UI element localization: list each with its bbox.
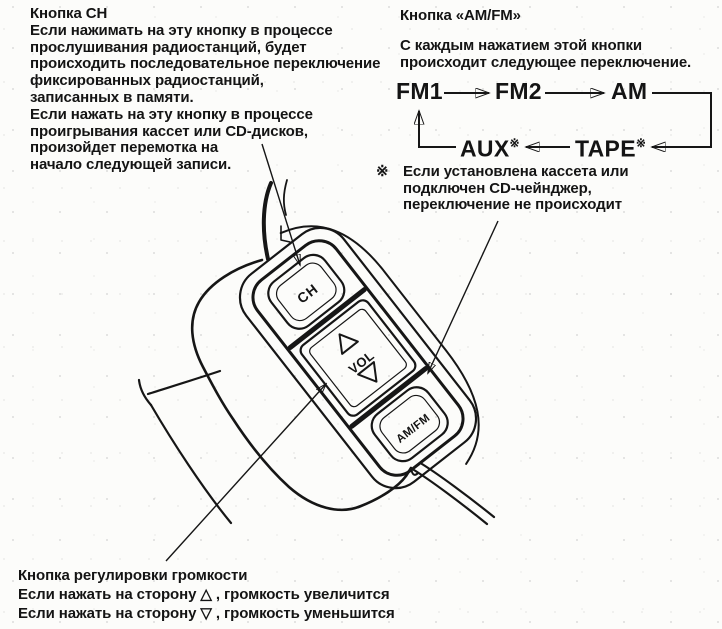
amfm-description-block: Кнопка «AM/FM» С каждым нажатием этой кн… [400,7,692,71]
text-line: переключение не происходит [403,196,622,214]
cycle-node-am: AM [611,78,648,104]
cycle-node-aux: AUX※ [460,133,520,161]
text-line: Если нажать на сторону △ , громкость уве… [18,586,390,603]
aux-ref-mark: ※ [509,136,520,150]
text-line: фиксированных радиостанций, [30,72,264,90]
volume-block-title: Кнопка регулировки громкости [18,567,248,584]
amfm-block-title: Кнопка «AM/FM» [400,7,521,24]
leader-volume-text-to-vol-button [165,384,326,562]
ch-block-title: Кнопка CH [30,5,108,22]
leader-lines [165,143,499,562]
cycle-node-fm2: FM2 [495,78,542,104]
tape-label: TAPE [575,135,636,162]
text-line: Если нажать на сторону ▽ , громкость уме… [18,605,395,622]
text-line: произойдет перемотка на [30,139,219,157]
ch-button-face [275,262,337,322]
ch-button-edge [267,253,346,330]
text-line: проигрывания кассет или CD-дисков, [30,122,308,140]
wheel-spoke-end-cap [137,378,153,407]
pod-divider-bottom [349,365,429,429]
leader-note-to-amfm-button [428,220,499,373]
text-line: Если нажать на эту кнопку в процессе [30,105,313,123]
stalk-lever [261,181,273,261]
amfm-button-face [379,394,441,454]
wheel-spoke-lower-edge [149,403,233,525]
arrow-aux-to-fm1 [419,111,456,148]
text-line: записанных в памяти. [30,88,194,106]
text-line: начало следующей записи. [30,156,232,174]
text-line: происходит следующее переключение. [400,53,692,71]
pod-shell [238,226,478,490]
ch-button: CH [267,253,346,330]
leader-ch-text-to-ch-button [261,143,300,265]
cycle-node-fm1: FM1 [396,78,443,104]
vol-button: VOL [299,299,417,417]
cycle-node-tape: TAPE※ [575,133,646,161]
amfm-button-edge [370,386,449,463]
text-line: происходить последовательное переключени… [30,55,381,73]
steering-pod: CH VOL AM/FM [238,225,480,490]
text-line: С каждым нажатием этой кнопки [400,36,643,54]
pod-divider-top [287,287,367,351]
aux-label: AUX [460,135,510,162]
stalk-bracket [280,225,291,243]
text-line: Если нажимать на эту кнопку в процессе [30,21,333,39]
volume-description-block: Кнопка регулировки громкости Если нажать… [18,566,395,623]
text-line: прослушивания радиостанций, будет [30,38,307,56]
vol-button-face [309,308,407,408]
cycle-diagram-arrows [419,92,712,148]
text-line: подключен CD-чейнджер, [403,179,592,197]
amfm-button: AM/FM [370,386,449,463]
ch-description-block: Кнопка CH Если нажимать на эту кнопку в … [30,5,381,174]
rim-line-inner [420,462,496,519]
note-block: Если установлена кассета или подключен C… [403,163,629,214]
arrow-am-to-tape [652,92,712,147]
ch-button-label: CH [294,280,321,306]
text-line: Если установлена кассета или [403,163,629,180]
pod-outer-arc [279,225,480,465]
wheel-hub-outline [190,258,413,512]
volume-down-triangle-icon [357,361,378,383]
note-marker: ※ [376,163,389,180]
volume-up-triangle-icon [338,333,359,355]
amfm-button-label: AM/FM [394,412,432,446]
wheel-spoke-upper-edge [146,369,222,396]
tape-ref-mark: ※ [635,136,646,150]
rim-line-outer [412,468,489,526]
steering-wheel-drawing: CH VOL AM/FM [137,179,496,526]
stalk-lever-inner [282,179,288,216]
